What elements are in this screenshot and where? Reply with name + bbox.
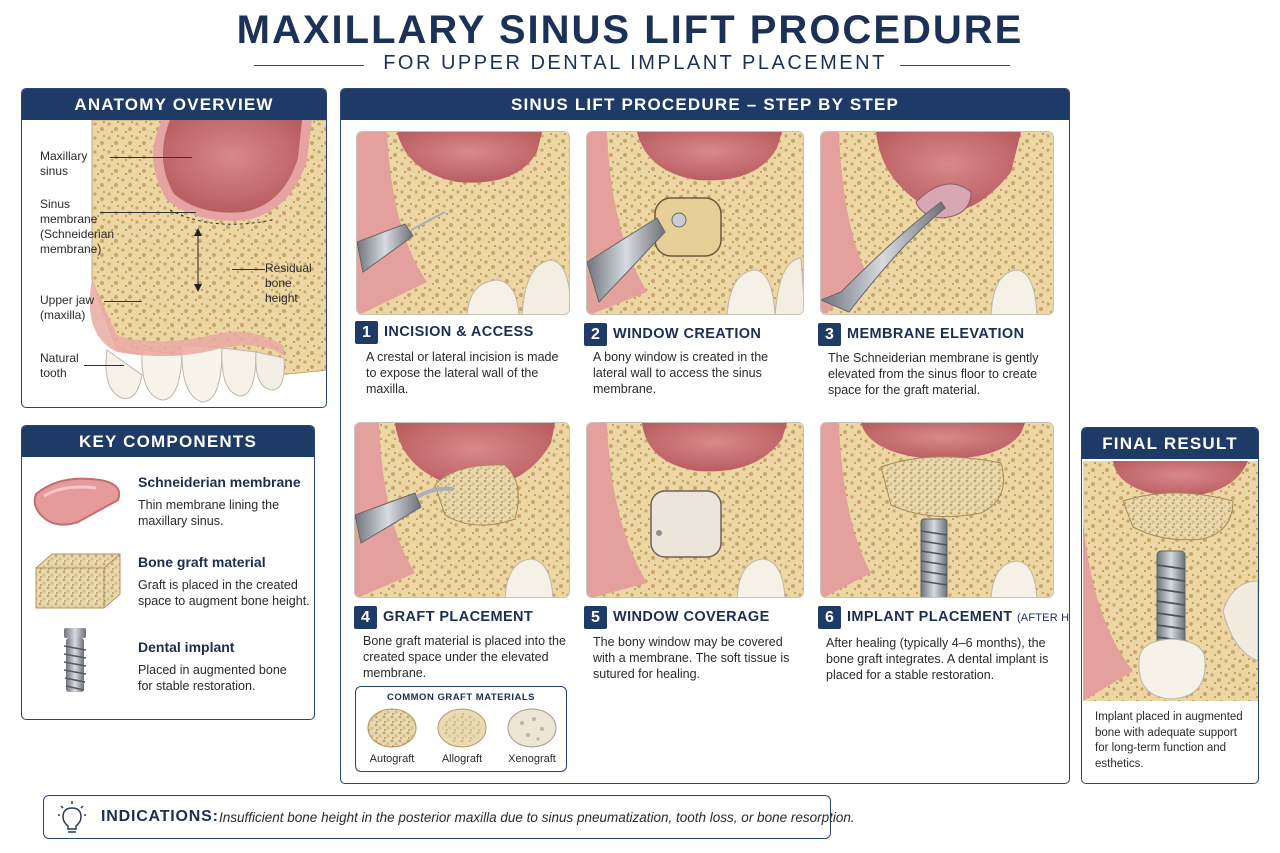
subtitle-rule-left (254, 65, 364, 66)
step-3-illustration (820, 131, 1054, 315)
step-title: INCISION & ACCESS (384, 324, 534, 340)
lightbulb-icon (58, 801, 86, 833)
label-residual-bone-height: Residual bone height (265, 261, 312, 305)
step-6-illustration (820, 422, 1054, 598)
leader-line (84, 365, 124, 366)
xenograft-icon (507, 708, 557, 748)
graft-label: Xenograft (508, 753, 556, 765)
component-desc: Thin membrane lining the maxillary sinus… (138, 498, 280, 528)
component-name: Dental implant (138, 639, 235, 655)
anatomy-heading: ANATOMY OVERVIEW (22, 89, 326, 120)
page-title: MAXILLARY SINUS LIFT PROCEDURE (236, 8, 1024, 52)
step-number: 4 (354, 606, 377, 629)
step-desc: After healing (typically 4–6 months), th… (826, 636, 1049, 682)
indications-text: Insufficient bone height in the posterio… (219, 810, 855, 825)
step-number: 3 (818, 323, 841, 346)
final-heading: FINAL RESULT (1082, 428, 1258, 459)
graft-label: Allograft (441, 753, 483, 765)
graft-materials-box: COMMON GRAFT MATERIALS Autograft Allogra… (355, 686, 567, 772)
step-desc: A crestal or lateral incision is made to… (366, 350, 559, 396)
procedure-heading: SINUS LIFT PROCEDURE – STEP BY STEP (341, 89, 1069, 120)
component-desc: Placed in augmented bone for stable rest… (138, 663, 287, 693)
step-desc: Bone graft material is placed into the c… (363, 634, 566, 680)
step-title-main: IMPLANT PLACEMENT (847, 609, 1013, 625)
step-title: WINDOW COVERAGE (613, 609, 770, 625)
step-number: 6 (818, 606, 841, 629)
component-name: Schneiderian membrane (138, 474, 301, 490)
subtitle-bar: FOR UPPER DENTAL IMPLANT PLACEMENT (250, 52, 1020, 78)
anatomy-overview-panel: ANATOMY OVERVIEW Maxillary sinus Sinus m… (21, 88, 327, 408)
step-desc: The Schneiderian membrane is gently elev… (828, 351, 1039, 397)
step-desc: A bony window is created in the lateral … (593, 350, 769, 396)
leader-line (104, 301, 142, 302)
allograft-icon (437, 708, 487, 748)
page-subtitle: FOR UPPER DENTAL IMPLANT PLACEMENT (383, 52, 887, 74)
step-2-illustration (586, 131, 804, 315)
leader-line (110, 157, 192, 158)
autograft-icon (367, 708, 417, 748)
indications-label: INDICATIONS: (101, 808, 219, 825)
step-4-illustration (354, 422, 570, 598)
component-desc: Graft is placed in the created space to … (138, 578, 310, 608)
step-title: MEMBRANE ELEVATION (847, 326, 1025, 342)
subtitle-rule-right (900, 65, 1010, 66)
components-heading: KEY COMPONENTS (22, 426, 314, 457)
final-result-illustration (1083, 461, 1258, 701)
final-desc: Implant placed in augmented bone with ad… (1095, 711, 1243, 770)
graft-materials-heading: COMMON GRAFT MATERIALS (386, 692, 536, 703)
step-title: GRAFT PLACEMENT (383, 609, 534, 625)
dental-implant-icon (63, 628, 87, 692)
anatomy-illustration (89, 120, 326, 403)
step-title-note: (AFTER HEALING) (1016, 612, 1070, 624)
step-desc: The bony window may be covered with a me… (593, 635, 790, 681)
label-natural-tooth: Natural tooth (40, 351, 79, 380)
step-5-illustration (586, 422, 804, 598)
leader-line (232, 269, 265, 270)
procedure-panel: SINUS LIFT PROCEDURE – STEP BY STEP 1 IN… (340, 88, 1070, 784)
leader-line (100, 212, 196, 213)
component-name: Bone graft material (138, 554, 266, 570)
final-result-panel: FINAL RESULT Implant placed in augmented… (1081, 427, 1259, 784)
graft-label: Autograft (369, 753, 415, 765)
membrane-icon (33, 477, 121, 526)
step-number: 5 (584, 606, 607, 629)
step-number: 2 (584, 323, 607, 346)
step-title: IMPLANT PLACEMENT (AFTER HEALING) (847, 609, 1070, 625)
bone-graft-block-icon (35, 553, 121, 609)
label-sinus-membrane: Sinus membrane (Schneiderian membrane) (40, 197, 115, 256)
indications-bar: INDICATIONS: Insufficient bone height in… (43, 795, 855, 839)
key-components-panel: KEY COMPONENTS Schneiderian membrane Thi… (21, 425, 315, 720)
label-maxillary-sinus: Maxillary sinus (40, 149, 88, 178)
step-title: WINDOW CREATION (613, 326, 762, 342)
step-number: 1 (355, 321, 378, 344)
label-upper-jaw: Upper jaw (maxilla) (40, 293, 95, 322)
step-1-illustration (356, 131, 570, 315)
